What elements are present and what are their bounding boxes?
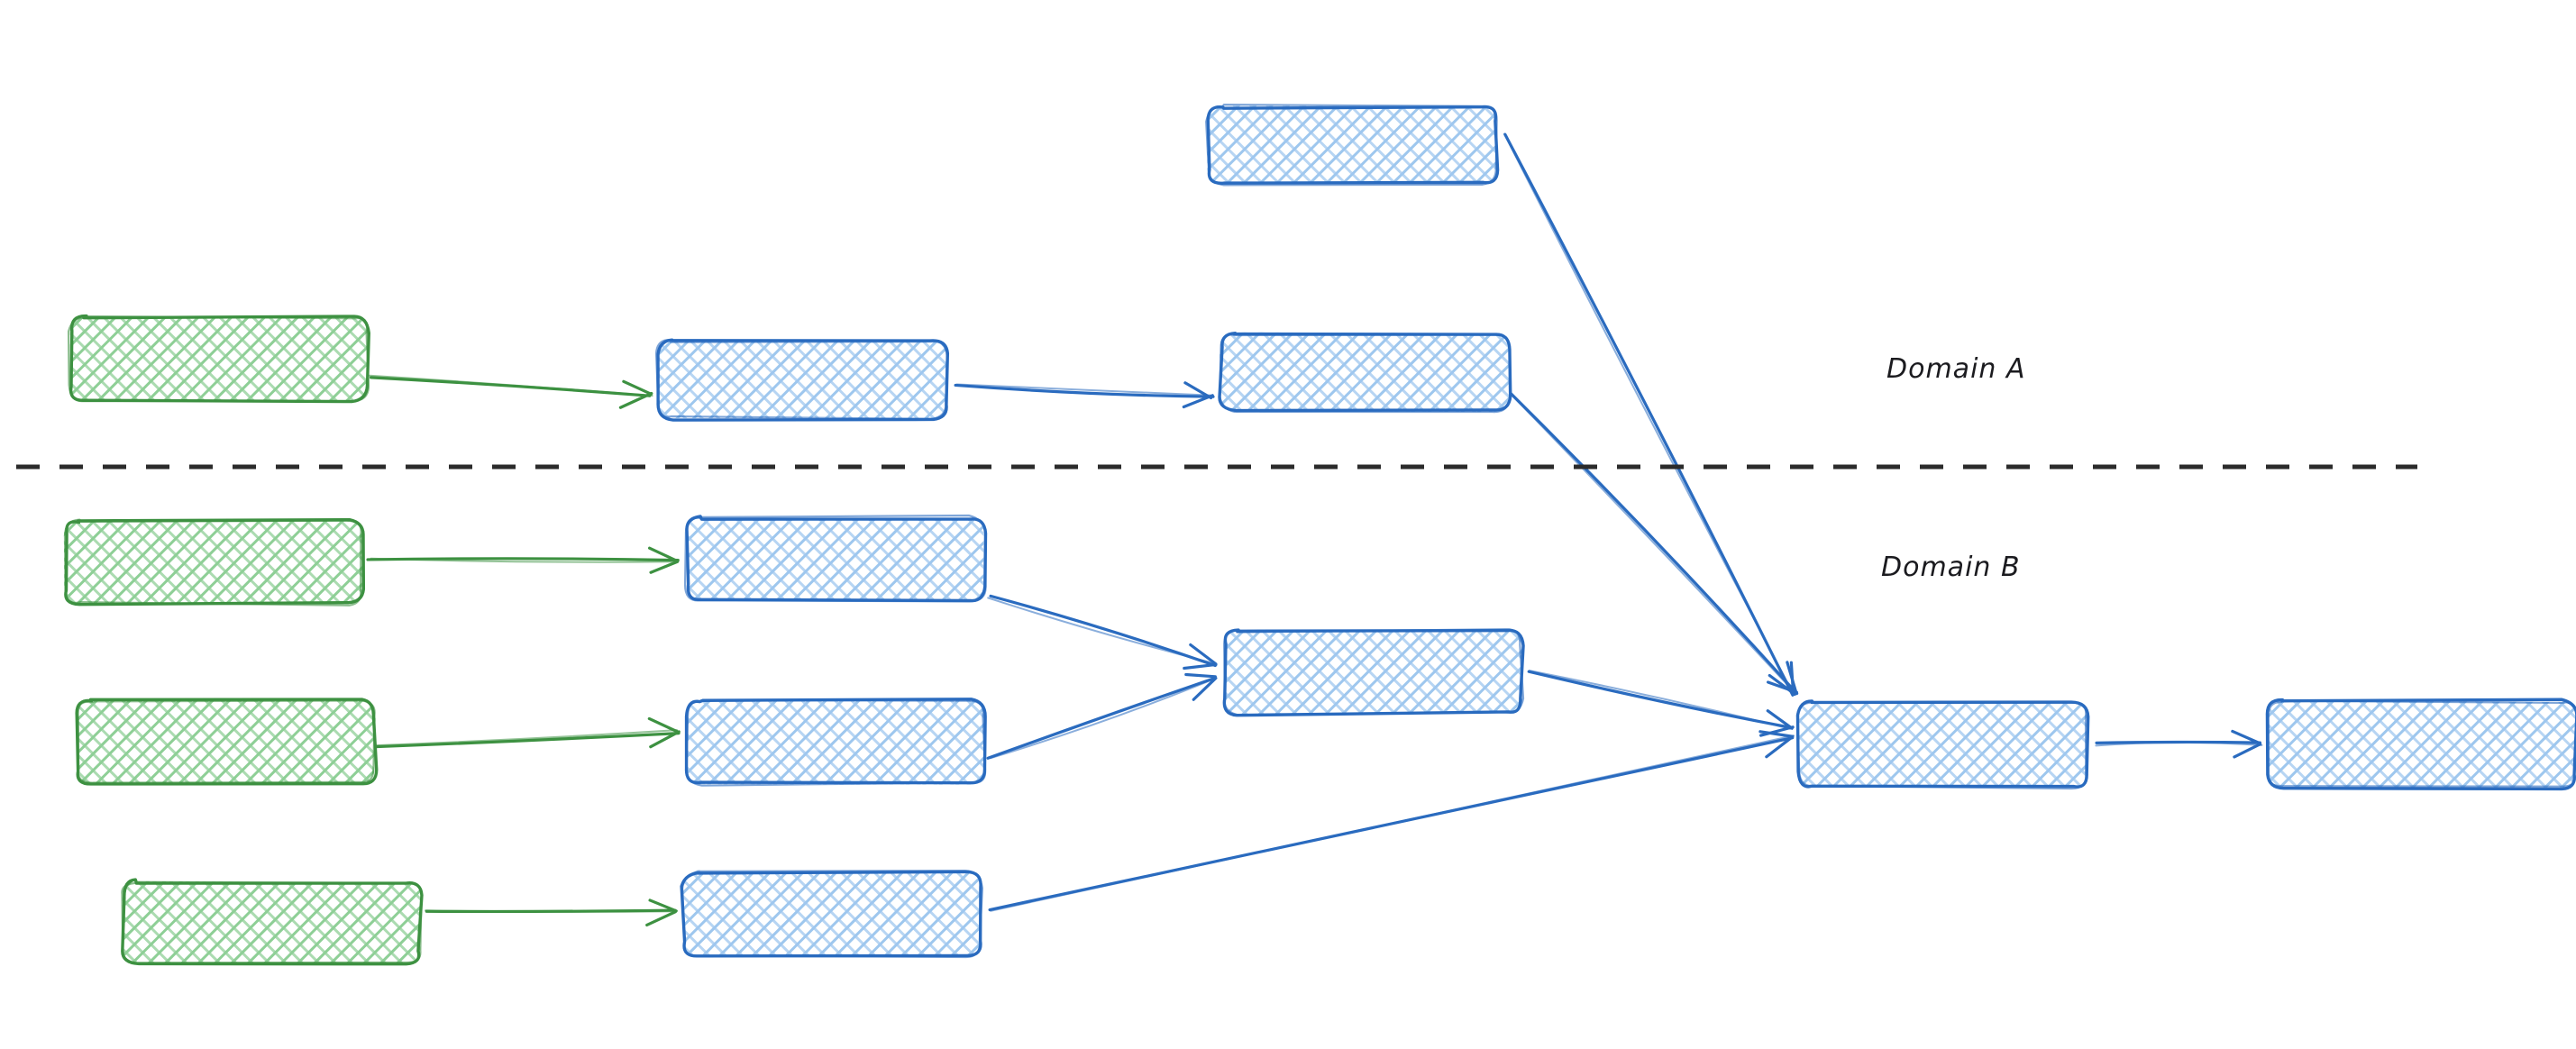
node-outline: [2267, 699, 2576, 788]
edges-layer: [366, 132, 2263, 927]
node-fill-hatch-b: [1219, 332, 1510, 413]
arrowhead-stroke: [1766, 709, 1794, 730]
blue-node-box[interactable]: [1205, 104, 1500, 187]
node-fill-hatch-b: [1224, 630, 1522, 715]
edge-line: [987, 597, 1216, 665]
edge-arrow[interactable]: [1503, 132, 1796, 697]
node-fill-hatch-b: [1207, 105, 1497, 184]
arrowhead-stroke: [1183, 381, 1213, 400]
node-outline: [1205, 104, 1498, 187]
arrowhead-stroke: [648, 546, 680, 563]
edge-arrow[interactable]: [369, 716, 681, 749]
blue-node-box[interactable]: [683, 514, 988, 603]
arrowhead-stroke: [618, 391, 653, 409]
arrowhead-stroke: [648, 898, 678, 913]
edge-arrow[interactable]: [987, 594, 1218, 670]
edge-arrow[interactable]: [1509, 392, 1799, 696]
green-node-box[interactable]: [67, 314, 370, 404]
node-fill-hatch-b: [63, 520, 362, 605]
nodes-layer: [63, 104, 2576, 966]
edge-line: [2095, 741, 2263, 747]
arrowhead-stroke: [1184, 672, 1217, 679]
edge-line: [1509, 392, 1799, 696]
edge-line: [1510, 393, 1797, 695]
node-outline: [656, 338, 950, 422]
blue-node-box[interactable]: [684, 698, 987, 787]
node-fill-hatch-b: [687, 516, 984, 601]
edge-arrow[interactable]: [954, 381, 1215, 409]
blue-node-box[interactable]: [2265, 698, 2576, 791]
blue-node-box[interactable]: [1795, 699, 2090, 790]
edge-line: [369, 374, 653, 397]
edge-line: [369, 729, 679, 747]
edge-arrow[interactable]: [2095, 729, 2263, 759]
node-fill-hatch-b: [1798, 700, 2088, 789]
arrowhead-stroke: [1189, 643, 1218, 666]
blue-node-box[interactable]: [1218, 332, 1512, 414]
node-fill-hatch-b: [657, 340, 946, 419]
arrowhead-stroke: [645, 910, 677, 927]
node-outline: [121, 880, 423, 964]
arrowhead-stroke: [2231, 729, 2262, 745]
arrowhead-stroke: [1766, 680, 1799, 694]
domain-a-label: Domain A: [1886, 353, 2026, 385]
domain-b-label: Domain B: [1881, 552, 2021, 583]
node-outline: [654, 338, 948, 420]
edge-line: [1503, 132, 1795, 696]
node-fill-hatch-b: [69, 316, 369, 401]
arrowhead-stroke: [622, 379, 653, 396]
node-outline: [77, 699, 376, 784]
node-fill-hatch-b: [77, 699, 376, 784]
edge-line: [986, 677, 1216, 760]
edge-arrow[interactable]: [366, 546, 680, 574]
node-outline: [681, 870, 984, 959]
arrowhead-stroke: [647, 716, 679, 734]
edge-arrow[interactable]: [425, 898, 678, 927]
node-outline: [685, 698, 987, 787]
blue-node-box[interactable]: [680, 870, 984, 959]
blue-node-box[interactable]: [654, 338, 950, 422]
edge-line: [954, 383, 1215, 398]
arrowhead-stroke: [1765, 736, 1793, 759]
green-node-box[interactable]: [63, 518, 366, 607]
arrowhead-stroke: [1786, 661, 1798, 694]
node-outline: [63, 518, 362, 607]
edge-line: [425, 909, 676, 913]
edge-line: [370, 731, 681, 749]
arrowhead-stroke: [1192, 676, 1218, 701]
node-outline: [1795, 701, 2087, 790]
edge-line: [370, 557, 678, 563]
edge-arrow[interactable]: [1527, 670, 1795, 737]
node-outline: [683, 514, 987, 603]
edge-arrow[interactable]: [988, 730, 1795, 912]
node-fill-hatch-b: [122, 880, 421, 964]
edge-arrow[interactable]: [369, 374, 653, 409]
arrowhead-stroke: [649, 730, 681, 749]
edge-line: [989, 678, 1215, 760]
arrowhead-stroke: [1183, 662, 1218, 670]
node-fill-hatch-b: [686, 700, 985, 785]
arrowhead-stroke: [2233, 743, 2262, 759]
green-node-box[interactable]: [121, 878, 424, 966]
edge-line: [955, 383, 1213, 397]
arrowhead-stroke: [1758, 730, 1795, 738]
arrowhead-stroke: [1759, 725, 1795, 737]
edge-line: [990, 734, 1795, 912]
node-fill-hatch-b: [2267, 699, 2576, 788]
node-outline: [1219, 333, 1512, 414]
edge-line: [1528, 670, 1792, 730]
node-outline: [75, 698, 379, 786]
green-node-box[interactable]: [75, 698, 379, 786]
node-outline: [67, 315, 370, 403]
arrowhead-stroke: [649, 560, 680, 574]
node-fill-hatch-b: [682, 871, 982, 956]
node-outline: [1222, 628, 1525, 716]
edge-arrow[interactable]: [986, 672, 1218, 760]
blue-node-box[interactable]: [1222, 628, 1525, 717]
